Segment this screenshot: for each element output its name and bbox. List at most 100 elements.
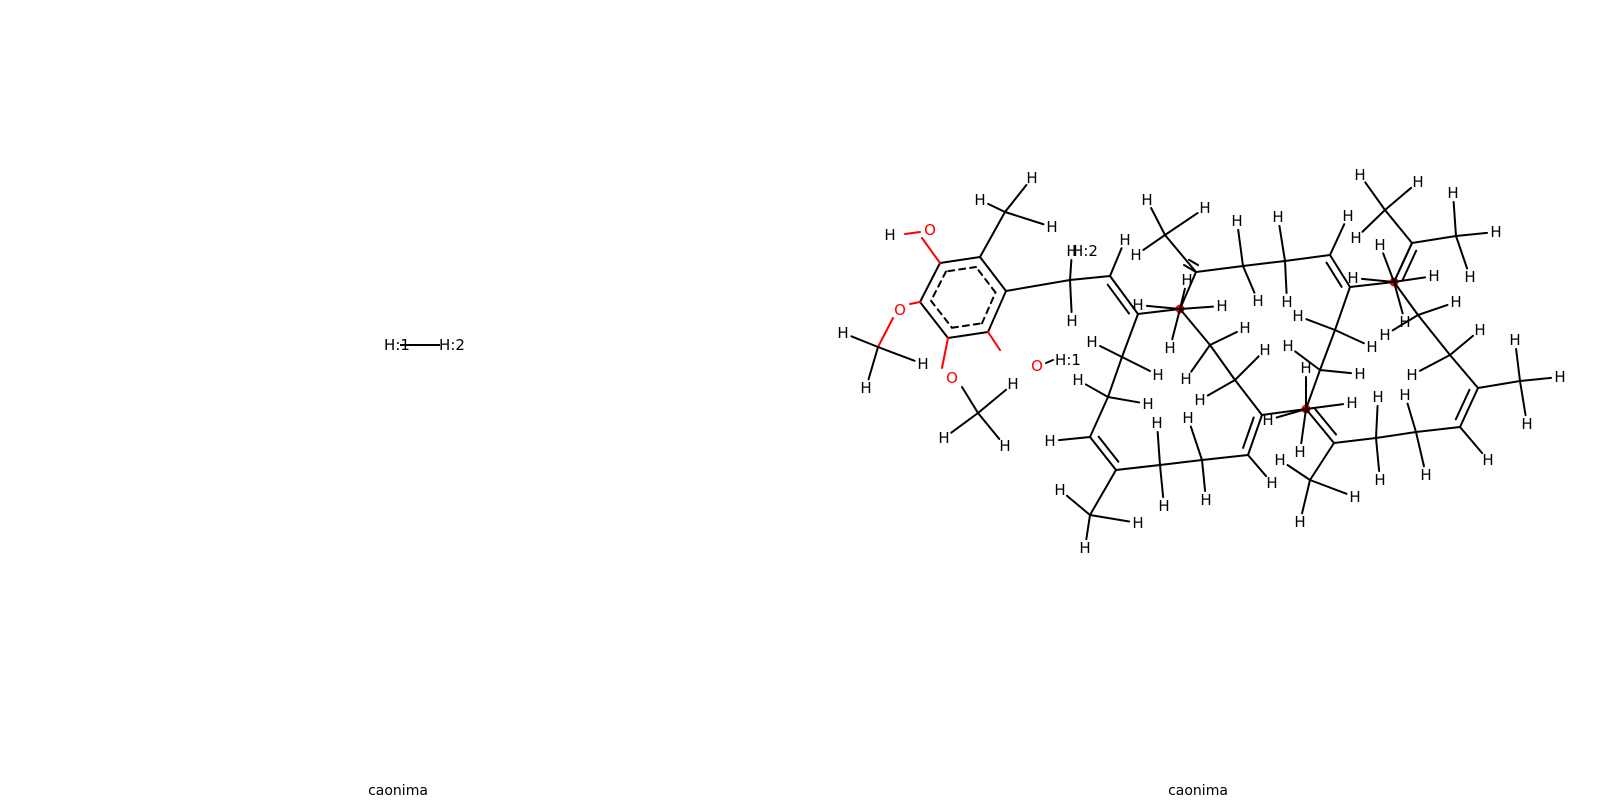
bond: [1045, 359, 1054, 364]
bond: [1209, 330, 1238, 346]
hydrogen-label: H: [1342, 207, 1353, 225]
bond: [1069, 258, 1073, 281]
bond: [1329, 254, 1351, 288]
hydrogen-label: H: [1346, 394, 1357, 412]
bond: [1313, 407, 1338, 436]
hydrogen-label: H: [1259, 341, 1270, 359]
left-molecule-h2: H:1 H:2: [384, 336, 465, 354]
bond: [1209, 344, 1236, 381]
bond: [1519, 380, 1527, 417]
bond: [1242, 260, 1286, 267]
bond: [1417, 314, 1451, 356]
hydrogen-label: H: [1066, 242, 1077, 260]
bond: [981, 291, 997, 325]
hydrogen-label: H: [1354, 365, 1365, 383]
bond: [1364, 181, 1386, 211]
bond: [1406, 402, 1417, 433]
bond: [1089, 436, 1117, 471]
hydrogen-label: H: [1294, 443, 1305, 461]
hydrogen-label: H: [974, 191, 985, 209]
hydrogen-label: H: [1300, 359, 1311, 377]
bond: [1004, 211, 1045, 226]
bond: [1415, 431, 1425, 468]
bond: [1085, 514, 1091, 541]
bond: [1300, 408, 1307, 445]
bond: [867, 346, 879, 381]
bond: [1329, 223, 1346, 256]
bond: [1384, 186, 1413, 211]
bond: [1401, 249, 1418, 282]
hydrogen-label: H: [1180, 370, 1191, 388]
hydrogen-label: H: [1119, 231, 1130, 249]
oxygen-label: O: [894, 301, 906, 319]
bond: [1393, 276, 1427, 283]
bond: [1334, 286, 1351, 331]
bond: [1065, 494, 1091, 516]
hydrogen-label: H: [1347, 269, 1358, 287]
hydrogen-label: H: [1231, 212, 1242, 230]
bond: [977, 412, 1001, 441]
bond: [877, 317, 894, 348]
bond: [1455, 231, 1489, 237]
hydrogen-label: H: [917, 355, 928, 373]
hydrogen-label: H: [1066, 312, 1077, 330]
bond: [1333, 437, 1377, 444]
bond: [1156, 430, 1161, 466]
hydrogen-label: H: [1262, 411, 1273, 429]
bond: [1519, 376, 1553, 382]
oxygen-label: O: [924, 221, 936, 239]
bond: [921, 237, 941, 264]
hydrogen-label: H: [1199, 199, 1210, 217]
bond: [1107, 356, 1123, 398]
bond: [1234, 355, 1260, 381]
hydrogen-label: H: [1474, 321, 1485, 339]
bond: [1084, 383, 1109, 398]
bond: [1137, 308, 1181, 315]
hydrogen-label: H: [1007, 375, 1018, 393]
bond: [1284, 254, 1331, 262]
bond: [1089, 469, 1117, 516]
bond: [1189, 425, 1203, 461]
bond: [1294, 350, 1321, 371]
bond: [945, 266, 977, 273]
hydrogen-label: H: [1072, 371, 1083, 389]
bond: [975, 266, 997, 294]
bond: [950, 412, 979, 434]
bond: [930, 270, 947, 302]
bond: [930, 299, 953, 329]
bond: [1179, 271, 1197, 310]
bond: [1411, 235, 1457, 244]
bond: [1305, 369, 1321, 410]
hydrogen-label: H: [1349, 488, 1360, 506]
bond: [1393, 281, 1419, 316]
hydrogen-label: H: [1482, 451, 1493, 469]
bond: [1109, 275, 1139, 315]
bond: [1242, 416, 1255, 449]
bond: [1142, 234, 1166, 251]
bond: [1384, 209, 1413, 244]
bond: [987, 331, 1001, 351]
hydrogen-label: H: [1194, 391, 1205, 409]
bond: [1195, 265, 1244, 273]
bond: [1393, 242, 1413, 283]
hydrogen-label: H: [1079, 539, 1090, 557]
hydrogen-label: H: [1132, 296, 1143, 314]
hydrogen-label: H: [1044, 432, 1055, 450]
hydrogen-label: H: [999, 437, 1010, 455]
hydrogen-label: H: [1132, 514, 1143, 532]
bond: [1375, 437, 1381, 473]
hydrogen-label: H: [1490, 223, 1501, 241]
bond: [1247, 414, 1263, 456]
bond: [1452, 200, 1457, 237]
hydrogen-label: H: [1428, 267, 1439, 285]
bond: [1454, 388, 1471, 421]
hydrogen-label: H: [1374, 471, 1385, 489]
hydrogen-label: H: [1399, 386, 1410, 404]
bond: [1334, 329, 1365, 345]
hydrogen-label: H: [1252, 292, 1263, 310]
bond: [1171, 308, 1181, 341]
bond: [979, 211, 1006, 258]
hydrogen-label: H: [1354, 166, 1365, 184]
bond: [1107, 396, 1141, 404]
